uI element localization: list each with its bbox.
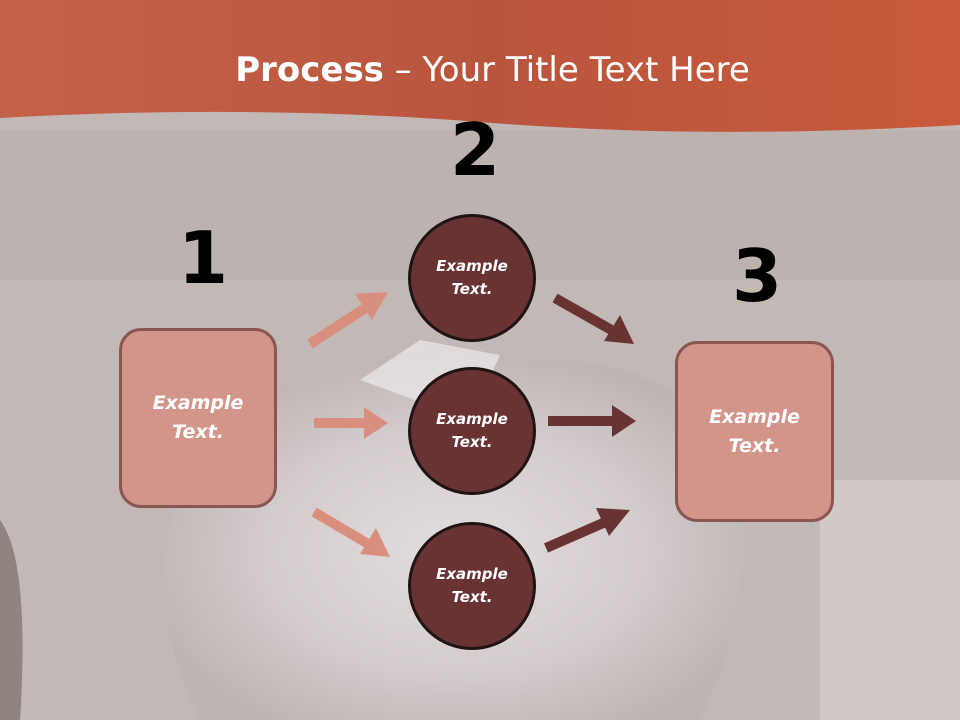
arrow-left-to-middle — [314, 407, 388, 439]
step-number-1: 1 — [178, 216, 229, 300]
circle-middle-line1: Example — [436, 410, 508, 428]
step-1-text-line2: Text. — [172, 421, 224, 443]
step-1-text-line1: Example — [152, 392, 244, 414]
circle-middle-line2: Text. — [451, 433, 493, 451]
circle-top-line2: Text. — [451, 280, 493, 298]
step-2-circle-bottom: Example Text. — [408, 522, 536, 650]
arrow-bottom-to-right — [543, 508, 630, 553]
arrow-middle-to-right — [548, 405, 636, 437]
arrow-left-to-top — [307, 292, 388, 349]
arrow-top-to-right — [552, 293, 634, 344]
step-2-circle-top: Example Text. — [408, 214, 536, 342]
step-number-3: 3 — [732, 234, 783, 318]
circle-bottom-line1: Example — [436, 565, 508, 583]
step-3-text-line1: Example — [709, 405, 800, 428]
step-3-text-line2: Text. — [728, 434, 781, 457]
circle-bottom-line2: Text. — [451, 588, 493, 606]
slide-title: Process – Your Title Text Here — [0, 50, 960, 90]
title-bold: Process — [235, 50, 384, 90]
step-number-2: 2 — [450, 108, 501, 192]
title-rest: – Your Title Text Here — [383, 50, 750, 90]
step-2-circle-middle: Example Text. — [408, 367, 536, 495]
step-3-box: Example Text. — [675, 341, 834, 522]
step-1-box: Example Text. — [119, 328, 277, 508]
circle-top-line1: Example — [436, 257, 508, 275]
arrow-left-to-bottom — [311, 507, 390, 557]
